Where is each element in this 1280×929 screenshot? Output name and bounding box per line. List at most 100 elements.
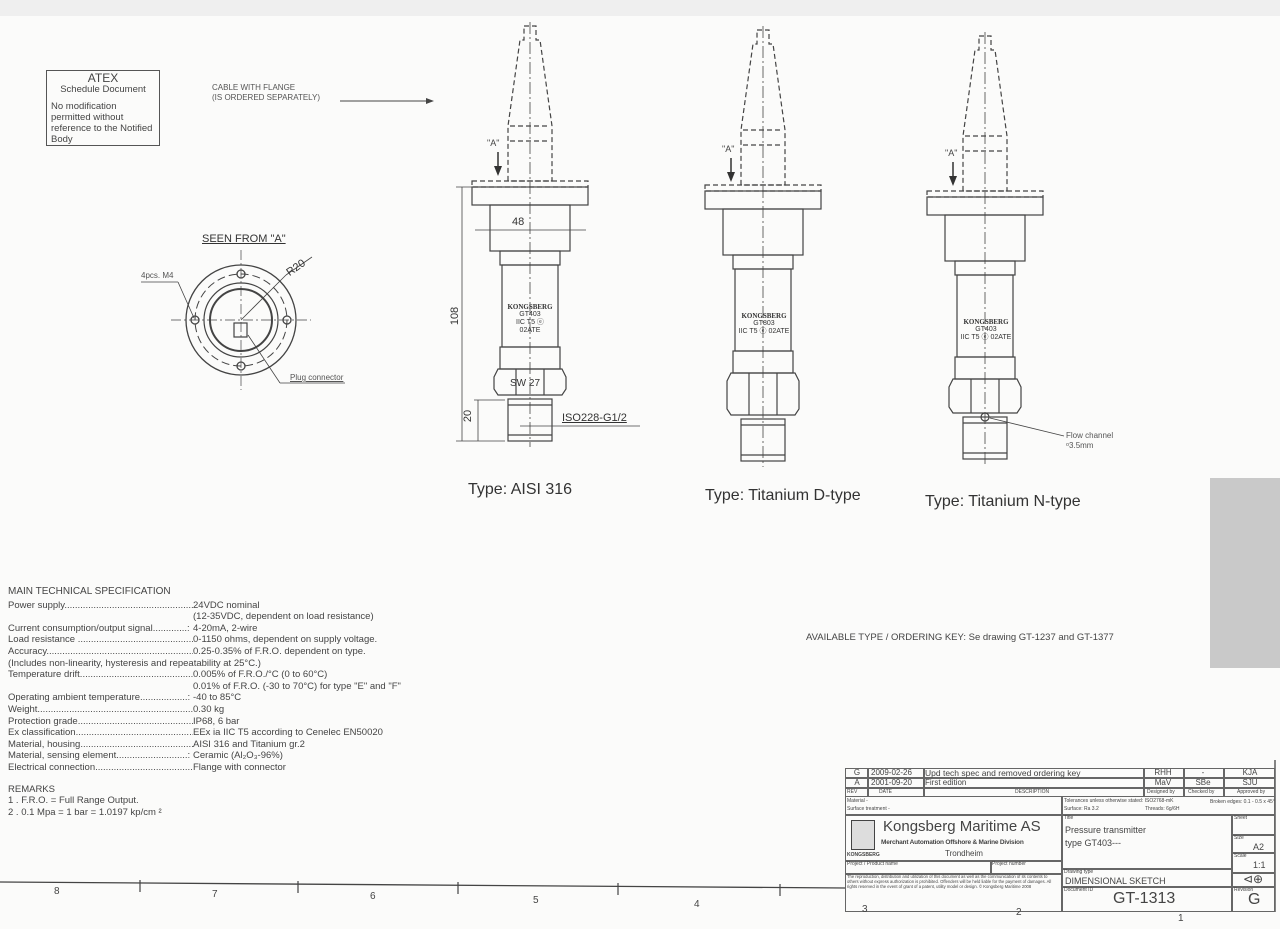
spec-value: 0-1150 ohms, dependent on supply voltage… [193, 634, 378, 646]
view-arrow-head-icon [494, 166, 502, 176]
dim-thread: ISO228-G1/2 [562, 412, 627, 424]
revision: G [1248, 891, 1261, 908]
flow-channel-hole [980, 412, 990, 422]
revision-label: Revision [1234, 887, 1254, 893]
radius-leader [285, 256, 313, 276]
rev-a-checked: SBe [1195, 778, 1211, 787]
surface-treatment: Surface treatment - [847, 806, 890, 812]
marking-2: IIC T5 ⓔ 02ATE [738, 328, 790, 335]
drawing-title-1: Pressure transmitter [1065, 825, 1147, 835]
hdr-approved: Approved by [1237, 789, 1266, 795]
spec-row: Current consumption/output signal.......… [8, 623, 401, 635]
atex-note: No modification permitted without refere… [51, 101, 153, 145]
rev-a-approved: SJU [1242, 778, 1258, 787]
ordering-key-note: AVAILABLE TYPE / ORDERING KEY: Se drawin… [806, 632, 1114, 643]
spec-value: 4-20mA, 2-wire [193, 622, 258, 634]
plug-connector [233, 322, 248, 338]
spec-row: (12-35VDC, dependent on load resistance) [8, 611, 401, 623]
copyright-notice: The reproduction, distribution and utili… [847, 874, 1052, 889]
view-arrow-head-icon [949, 176, 957, 186]
marking-3: IIC T5 ⓔ 02ATE [960, 334, 1012, 341]
hdr-checked: Checked by [1188, 789, 1215, 795]
holes-label: 4pcs. M4 [141, 271, 174, 280]
rev-g-desc: Upd tech spec and removed ordering key [925, 768, 1081, 778]
spec-row: Load resistance ........................… [8, 634, 401, 646]
material: Material - [847, 798, 868, 804]
rev-g-approved: KJA [1242, 768, 1258, 777]
flow-channel-dia: ᵒ3.5mm [1066, 441, 1094, 450]
threads: Threads: 6g/6H [1145, 806, 1180, 812]
logo-text: KONGSBERG [847, 852, 880, 858]
view-arrow-head-icon [727, 172, 735, 182]
spec-key: Load resistance ........................… [8, 634, 193, 646]
type-label-titanium-n: Type: Titanium N-type [925, 493, 1081, 510]
rev-g: G [853, 768, 861, 777]
spec-key: Electrical connection...................… [8, 761, 193, 773]
drawing-type-label: Drawing type [1064, 869, 1094, 875]
drawing-type: DIMENSIONAL SKETCH [1065, 876, 1166, 886]
remark-2: 2 . 0.1 Mpa = 1 bar = 1.0197 kp/cm ² [8, 806, 162, 818]
title-block: G 2009-02-26 Upd tech spec and removed o… [845, 768, 1275, 912]
view-a-label-2: "A" [722, 144, 735, 154]
spec-row: Material, housing.......................… [8, 739, 401, 751]
spec-value: -40 to 85°C [193, 692, 242, 704]
size-label: Size [1234, 835, 1244, 841]
sheet-label: Sheet [1234, 815, 1248, 821]
city: Trondheim [945, 849, 983, 858]
spec-row: Ex classification.......................… [8, 727, 401, 739]
brand-3: KONGSBERG [963, 318, 1009, 326]
spec-row: Weight..................................… [8, 704, 401, 716]
flow-channel-text: Flow channel [1066, 431, 1114, 440]
spec-row: Power supply............................… [8, 600, 401, 612]
brand-2: KONGSBERG [741, 312, 787, 320]
broken-edges: Broken edges: 0.1 - 0.5 x 45° [1210, 799, 1275, 805]
tolerances: Tolerances unless otherwise stated: ISO2… [1064, 798, 1174, 804]
type-label-titanium-d: Type: Titanium D-type [705, 487, 861, 504]
spec-row: Protection grade........................… [8, 716, 401, 728]
spec-value: (12-35VDC, dependent on load resistance) [193, 611, 374, 623]
cable-note: CABLE WITH FLANGE (IS ORDERED SEPARATELY… [212, 83, 320, 103]
plug-leader [247, 334, 281, 384]
spec-key: (Includes non-linearity, hysteresis and … [8, 657, 261, 669]
type-label-aisi316: Type: AISI 316 [468, 481, 573, 498]
holes-leader [177, 281, 195, 319]
division: Merchant Automation Offshore & Marine Di… [881, 839, 1024, 846]
body-marking-2: KONGSBERG GT803 IIC T5 ⓔ 02ATE [737, 312, 791, 336]
cable-note-line2: (IS ORDERED SEPARATELY) [212, 93, 321, 102]
spec-key: Current consumption/output signal.......… [8, 622, 190, 634]
scale-label: Scale [1234, 853, 1247, 859]
model-3: GT403 [975, 326, 997, 333]
spec-row: Material, sensing element...............… [8, 750, 401, 762]
document-id: GT-1313 [1113, 890, 1176, 907]
spec-key: Material, sensing element...............… [8, 750, 191, 762]
spec-value: 24VDC nominal [193, 599, 260, 611]
roughness: Surface: Ra 3.2 [1064, 806, 1099, 812]
document-id-label: Document ID [1064, 887, 1094, 893]
spec-value: AISI 316 and Titanium gr.2 [193, 738, 305, 750]
zone-8: 8 [54, 886, 60, 897]
zone-1: 1 [1178, 913, 1184, 924]
model-2: GT803 [753, 320, 775, 327]
cable-note-line1: CABLE WITH FLANGE [212, 83, 296, 92]
spec-key [8, 611, 193, 623]
model-1: GT403 [519, 311, 541, 318]
plug-label: Plug connector [290, 373, 344, 382]
spec-value: Ceramic (Al₂O₃-96%) [193, 750, 283, 762]
scan-artifact [1210, 478, 1280, 668]
spec-key: Weight..................................… [8, 703, 193, 715]
brand-1: KONGSBERG [507, 303, 553, 311]
spec-row: Accuracy................................… [8, 646, 401, 658]
spec-key: Temperature drift.......................… [8, 669, 193, 681]
rev-g-checked: - [1201, 768, 1205, 777]
spec-value: 0.01% of F.R.O. (-30 to 70°C) for type "… [193, 680, 401, 692]
technical-specification: MAIN TECHNICAL SPECIFICATION Power suppl… [8, 586, 401, 818]
border-line [0, 881, 846, 889]
spec-key: Power supply............................… [8, 599, 193, 611]
zone-4: 4 [694, 899, 700, 910]
spec-value: IP68, 6 bar [193, 715, 240, 727]
spec-key: Accuracy................................… [8, 645, 193, 657]
remark-1: 1 . F.R.O. = Full Range Output. [8, 795, 139, 807]
drawing-title-2: type GT403--- [1065, 838, 1122, 848]
hdr-desc: DESCRIPTION [1015, 789, 1050, 795]
